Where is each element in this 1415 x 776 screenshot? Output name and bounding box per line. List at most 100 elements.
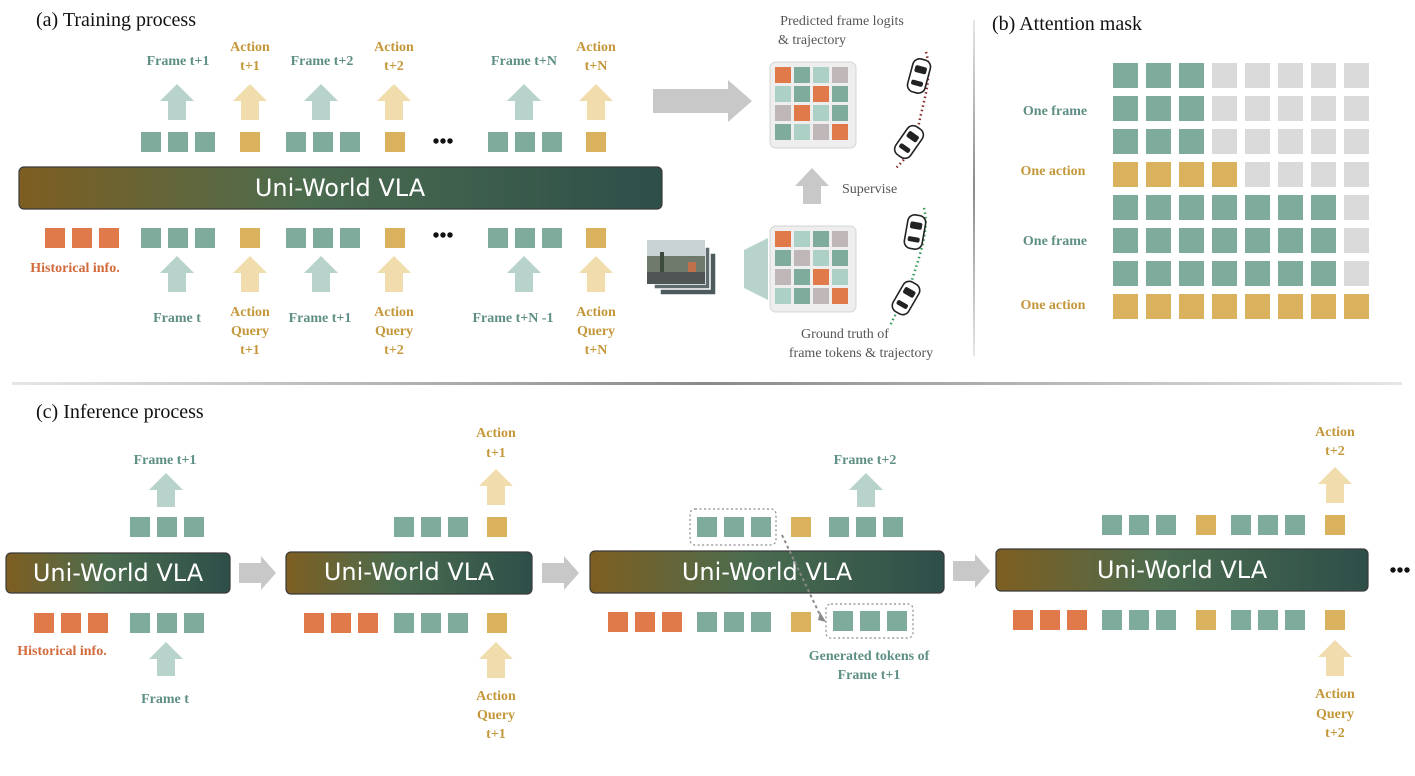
action-up-arrow bbox=[233, 256, 267, 292]
inference-vla-bar-2 bbox=[285, 551, 533, 595]
frame-token bbox=[130, 613, 150, 633]
inference-vla-label-4: Uni-World VLA bbox=[1097, 556, 1268, 584]
inference-panel: (c) Inference process Uni-World VLA Uni-… bbox=[5, 401, 1411, 742]
frame-token bbox=[340, 228, 360, 248]
inf-s3-out-label: Frame t+2 bbox=[834, 453, 897, 468]
frame-token bbox=[1231, 610, 1251, 630]
history-token bbox=[1013, 610, 1033, 630]
grid-cell bbox=[832, 288, 848, 304]
mask-cell bbox=[1311, 294, 1336, 319]
grid-cell bbox=[832, 269, 848, 285]
history-token bbox=[662, 612, 682, 632]
frame-up-arrow bbox=[160, 84, 194, 120]
mask-cell bbox=[1245, 129, 1270, 154]
mask-cell bbox=[1344, 96, 1369, 121]
frame-token bbox=[883, 517, 903, 537]
mask-cell bbox=[1344, 294, 1369, 319]
out-label-action-tN-line2: t+N bbox=[585, 59, 608, 74]
mask-cell bbox=[1179, 63, 1204, 88]
out-label-frame-tN: Frame t+N bbox=[491, 54, 557, 69]
frame-token bbox=[860, 611, 880, 631]
history-token bbox=[34, 613, 54, 633]
grid-cell bbox=[794, 124, 810, 140]
stage-arrow-2 bbox=[542, 556, 579, 590]
stage-arrow-1 bbox=[239, 556, 276, 590]
mask-cell bbox=[1212, 63, 1237, 88]
frame-token bbox=[1129, 515, 1149, 535]
frame-token bbox=[340, 132, 360, 152]
camera-images bbox=[646, 239, 717, 296]
mask-cell bbox=[1146, 294, 1171, 319]
mask-cell bbox=[1245, 63, 1270, 88]
frame-token bbox=[724, 517, 744, 537]
frame-up-arrow bbox=[507, 84, 541, 120]
mask-cell bbox=[1344, 63, 1369, 88]
generated-source-box bbox=[689, 508, 777, 546]
inf-s4-out-line1: Action bbox=[1315, 425, 1355, 440]
frame-token bbox=[195, 228, 215, 248]
mask-cell bbox=[1179, 228, 1204, 253]
frame-token bbox=[195, 132, 215, 152]
mask-cell bbox=[1113, 294, 1138, 319]
frame-token bbox=[697, 517, 717, 537]
inference-ellipsis: ••• bbox=[1389, 560, 1410, 582]
frame-token bbox=[313, 132, 333, 152]
mask-cell bbox=[1179, 195, 1204, 220]
frame-token bbox=[697, 612, 717, 632]
grid-cell bbox=[794, 250, 810, 266]
action-token bbox=[791, 517, 811, 537]
inf-s4-in-line3: t+2 bbox=[1325, 726, 1345, 741]
training-input-tokens bbox=[45, 228, 606, 248]
mask-cell bbox=[1146, 261, 1171, 286]
predicted-grid bbox=[775, 67, 848, 140]
inf-s4-out-line2: t+2 bbox=[1325, 444, 1345, 459]
grid-cell bbox=[775, 67, 791, 83]
inf-s2-out-line2: t+1 bbox=[486, 446, 506, 461]
action-token bbox=[385, 132, 405, 152]
frame-up-arrow bbox=[149, 473, 183, 507]
frame-token bbox=[394, 613, 414, 633]
horizontal-separator bbox=[12, 382, 1402, 385]
training-title: (a) Training process bbox=[36, 9, 196, 31]
car-icon bbox=[893, 124, 925, 160]
frame-token bbox=[488, 132, 508, 152]
mask-cell bbox=[1113, 96, 1138, 121]
in-label-query-tN-line3: t+N bbox=[585, 343, 608, 358]
frame-token bbox=[448, 517, 468, 537]
in-label-history: Historical info. bbox=[30, 261, 119, 276]
in-label-frame-t1: Frame t+1 bbox=[289, 311, 352, 326]
mask-cell bbox=[1278, 195, 1303, 220]
grid-cell bbox=[813, 250, 829, 266]
frame-up-arrow bbox=[507, 256, 541, 292]
inference-vla-bar-3 bbox=[589, 550, 945, 594]
grid-cell bbox=[794, 105, 810, 121]
mask-cell bbox=[1179, 162, 1204, 187]
grid-cell bbox=[794, 86, 810, 102]
generated-link-arrowhead bbox=[818, 612, 826, 622]
mask-cell bbox=[1344, 129, 1369, 154]
frame-token bbox=[751, 517, 771, 537]
mask-cell bbox=[1113, 195, 1138, 220]
mask-cell bbox=[1278, 294, 1303, 319]
frame-token bbox=[168, 228, 188, 248]
frame-token bbox=[141, 132, 161, 152]
mask-cell bbox=[1179, 261, 1204, 286]
grid-cell bbox=[832, 124, 848, 140]
camera-encoder-shape bbox=[744, 238, 768, 300]
frame-token bbox=[1285, 515, 1305, 535]
inf-s1-in-label: Frame t bbox=[141, 692, 189, 707]
frame-token bbox=[157, 613, 177, 633]
action-up-arrow bbox=[1318, 467, 1352, 503]
mask-cell bbox=[1278, 96, 1303, 121]
frame-token bbox=[1258, 515, 1278, 535]
history-token bbox=[304, 613, 324, 633]
inference-title: (c) Inference process bbox=[36, 401, 204, 423]
action-token bbox=[487, 517, 507, 537]
frame-token bbox=[184, 613, 204, 633]
gt-grid bbox=[775, 231, 848, 304]
supervise-label: Supervise bbox=[842, 182, 897, 197]
stage-arrow-3 bbox=[953, 554, 990, 588]
grid-cell bbox=[775, 231, 791, 247]
frame-up-arrow bbox=[304, 256, 338, 292]
frame-token bbox=[1102, 515, 1122, 535]
